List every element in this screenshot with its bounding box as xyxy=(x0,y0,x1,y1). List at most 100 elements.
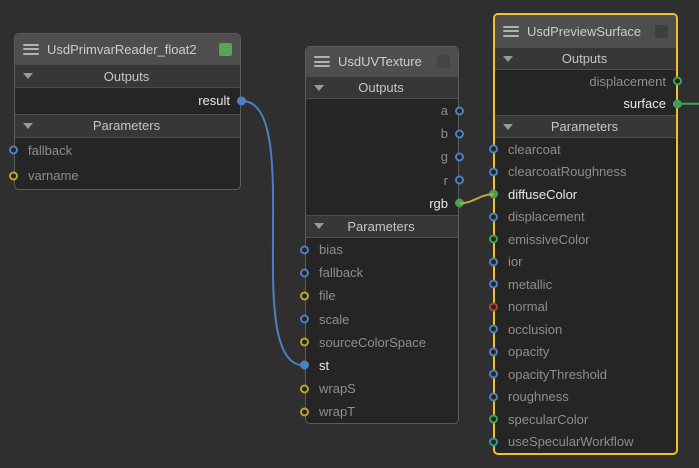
wire xyxy=(242,101,305,366)
port-a-icon[interactable] xyxy=(455,106,464,115)
port-surface-icon[interactable] xyxy=(673,99,682,108)
node-title-bar[interactable]: UsdPrimvarReader_float2 xyxy=(15,34,240,64)
port-fallback-icon[interactable] xyxy=(300,268,309,277)
param-row-occlusion: occlusion xyxy=(495,318,676,341)
node-menu-icon[interactable] xyxy=(314,56,330,67)
port-displacement-icon[interactable] xyxy=(673,77,682,86)
port-label: occlusion xyxy=(508,322,562,337)
node-usd-uvtexture[interactable]: UsdUVTextureOutputsabgrrgbParametersbias… xyxy=(305,46,459,424)
param-row-opacity: opacity xyxy=(495,341,676,364)
node-title-bar[interactable]: UsdPreviewSurface xyxy=(495,15,676,47)
param-row-fallback: fallback xyxy=(306,261,458,284)
port-clearcoat-roughness-icon[interactable] xyxy=(489,167,498,176)
port-label: ior xyxy=(508,254,522,269)
param-row-source-color-space: sourceColorSpace xyxy=(306,331,458,354)
port-label: varname xyxy=(28,168,79,183)
section-label: Outputs xyxy=(33,69,232,84)
port-normal-icon[interactable] xyxy=(489,302,498,311)
port-label: r xyxy=(444,173,448,188)
port-fallback-icon[interactable] xyxy=(9,146,18,155)
port-r-icon[interactable] xyxy=(455,176,464,185)
section-header-outputs[interactable]: Outputs xyxy=(15,64,240,88)
port-st-icon[interactable] xyxy=(300,361,309,370)
param-row-use-specular-workflow: useSpecularWorkflow xyxy=(495,431,676,454)
port-opacity-icon[interactable] xyxy=(489,347,498,356)
section-header-parameters[interactable]: Parameters xyxy=(15,114,240,138)
port-clearcoat-icon[interactable] xyxy=(489,145,498,154)
param-row-varname: varname xyxy=(15,163,240,189)
port-displacement-icon[interactable] xyxy=(489,212,498,221)
section-header-outputs[interactable]: Outputs xyxy=(495,47,676,70)
port-diffuse-color-icon[interactable] xyxy=(489,190,498,199)
port-label: normal xyxy=(508,299,548,314)
port-file-icon[interactable] xyxy=(300,291,309,300)
param-row-roughness: roughness xyxy=(495,386,676,409)
param-row-normal: normal xyxy=(495,296,676,319)
port-g-icon[interactable] xyxy=(455,152,464,161)
port-b-icon[interactable] xyxy=(455,129,464,138)
param-row-st: st xyxy=(306,354,458,377)
port-use-specular-workflow-icon[interactable] xyxy=(489,437,498,446)
param-row-scale: scale xyxy=(306,308,458,331)
node-usd-primvar-reader-float2[interactable]: UsdPrimvarReader_float2OutputsresultPara… xyxy=(14,33,241,190)
node-color-swatch[interactable] xyxy=(219,43,232,56)
port-label: opacity xyxy=(508,344,549,359)
output-row-g: g xyxy=(306,145,458,168)
port-rgb-icon[interactable] xyxy=(455,199,464,208)
port-label: specularColor xyxy=(508,412,588,427)
section-header-outputs[interactable]: Outputs xyxy=(306,76,458,99)
collapse-triangle-icon[interactable] xyxy=(503,124,513,130)
section-label: Outputs xyxy=(324,80,450,95)
node-usd-preview-surface[interactable]: UsdPreviewSurfaceOutputs displacement surf… xyxy=(493,13,678,455)
section-header-parameters[interactable]: Parameters xyxy=(306,215,458,238)
port-label: opacityThreshold xyxy=(508,367,607,382)
collapse-triangle-icon[interactable] xyxy=(23,73,33,79)
port-label: displacement xyxy=(508,209,585,224)
port-label: sourceColorSpace xyxy=(319,335,426,350)
param-row-diffuse-color: diffuseColor xyxy=(495,183,676,206)
param-row-clearcoat: clearcoat xyxy=(495,138,676,161)
port-varname-icon[interactable] xyxy=(9,171,18,180)
node-menu-icon[interactable] xyxy=(23,44,39,55)
port-source-color-space-icon[interactable] xyxy=(300,338,309,347)
port-label: g xyxy=(441,149,448,164)
port-opacity-threshold-icon[interactable] xyxy=(489,370,498,379)
output-row-surface: surface xyxy=(495,93,676,116)
port-wrap-s-icon[interactable] xyxy=(300,384,309,393)
port-label: rgb xyxy=(429,196,448,211)
section-label: Parameters xyxy=(324,219,450,234)
port-label: surface xyxy=(623,96,666,111)
port-emissive-color-icon[interactable] xyxy=(489,235,498,244)
port-metallic-icon[interactable] xyxy=(489,280,498,289)
section-header-parameters[interactable]: Parameters xyxy=(495,115,676,138)
collapse-triangle-icon[interactable] xyxy=(503,56,513,62)
node-color-swatch[interactable] xyxy=(437,55,450,68)
port-result-icon[interactable] xyxy=(237,96,246,105)
port-bias-icon[interactable] xyxy=(300,245,309,254)
output-row-a: a xyxy=(306,99,458,122)
param-row-file: file xyxy=(306,284,458,307)
node-color-swatch[interactable] xyxy=(655,25,668,38)
port-label: emissiveColor xyxy=(508,232,590,247)
port-label: metallic xyxy=(508,277,552,292)
collapse-triangle-icon[interactable] xyxy=(314,223,324,229)
port-roughness-icon[interactable] xyxy=(489,392,498,401)
collapse-triangle-icon[interactable] xyxy=(314,85,324,91)
param-row-ior: ior xyxy=(495,251,676,274)
node-title: UsdUVTexture xyxy=(338,54,429,69)
node-title-bar[interactable]: UsdUVTexture xyxy=(306,47,458,76)
port-occlusion-icon[interactable] xyxy=(489,325,498,334)
port-ior-icon[interactable] xyxy=(489,257,498,266)
param-row-metallic: metallic xyxy=(495,273,676,296)
output-row-r: r xyxy=(306,169,458,192)
port-wrap-t-icon[interactable] xyxy=(300,407,309,416)
output-row-displacement: displacement xyxy=(495,70,676,93)
section-label: Outputs xyxy=(513,51,668,66)
port-label: wrapS xyxy=(319,381,356,396)
port-scale-icon[interactable] xyxy=(300,315,309,324)
port-specular-color-icon[interactable] xyxy=(489,415,498,424)
port-label: clearcoatRoughness xyxy=(508,164,627,179)
node-menu-icon[interactable] xyxy=(503,26,519,37)
collapse-triangle-icon[interactable] xyxy=(23,123,33,129)
